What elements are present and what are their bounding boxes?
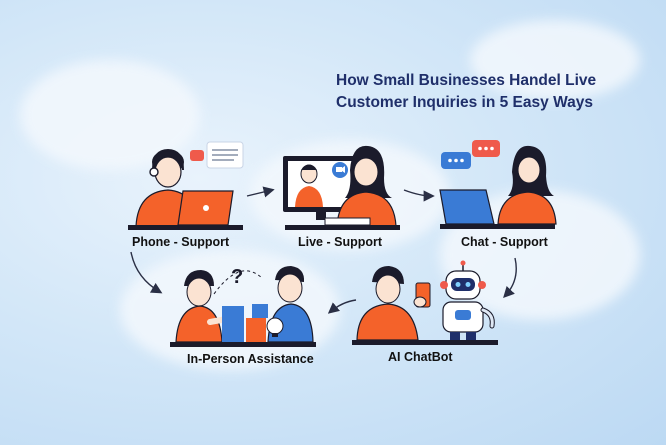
boxes-icon (222, 304, 268, 342)
chat-laptop-icon (439, 140, 500, 225)
arrow-phone-to-inperson (130, 251, 163, 294)
man-with-phone-icon (356, 266, 431, 341)
arrow-phone-to-live (246, 186, 275, 198)
step-label-live-support: Live - Support (298, 235, 383, 249)
arrow-live-to-chat (403, 189, 435, 202)
speech-bubble-icon (190, 141, 244, 169)
laptop-icon (177, 190, 234, 226)
title-line-2: Customer Inquiries in 5 Easy Ways (336, 94, 593, 111)
two-people-icon (175, 266, 314, 343)
arrow-chat-to-bot (503, 257, 517, 299)
title-line-1: How Small Businesses Handel Live (336, 72, 597, 89)
desk (440, 224, 555, 229)
phone-support-scene (128, 141, 244, 230)
agent-woman-icon (497, 145, 557, 225)
desk (128, 225, 243, 230)
ai-chatbot-scene (352, 260, 498, 345)
desk (285, 225, 400, 230)
keyboard-icon (324, 217, 371, 226)
question-mark: ? (231, 266, 243, 288)
desk (170, 342, 316, 347)
desk (352, 340, 498, 345)
video-call-icon (283, 156, 363, 220)
step-label-chat-support: Chat - Support (461, 235, 548, 249)
chat-support-scene (439, 140, 557, 229)
cloud (470, 20, 640, 100)
in-person-scene: ? (170, 266, 316, 347)
arrow-bot-to-inperson (327, 299, 357, 314)
step-label-in-person: In-Person Assistance (187, 352, 314, 366)
robot-icon (440, 260, 495, 342)
step-label-ai-chatbot: AI ChatBot (388, 350, 453, 364)
page-title: How Small Businesses Handel Live Custome… (336, 70, 656, 114)
question-icon: ? (213, 266, 263, 295)
step-label-phone-support: Phone - Support (132, 235, 230, 249)
live-support-scene (283, 145, 400, 230)
